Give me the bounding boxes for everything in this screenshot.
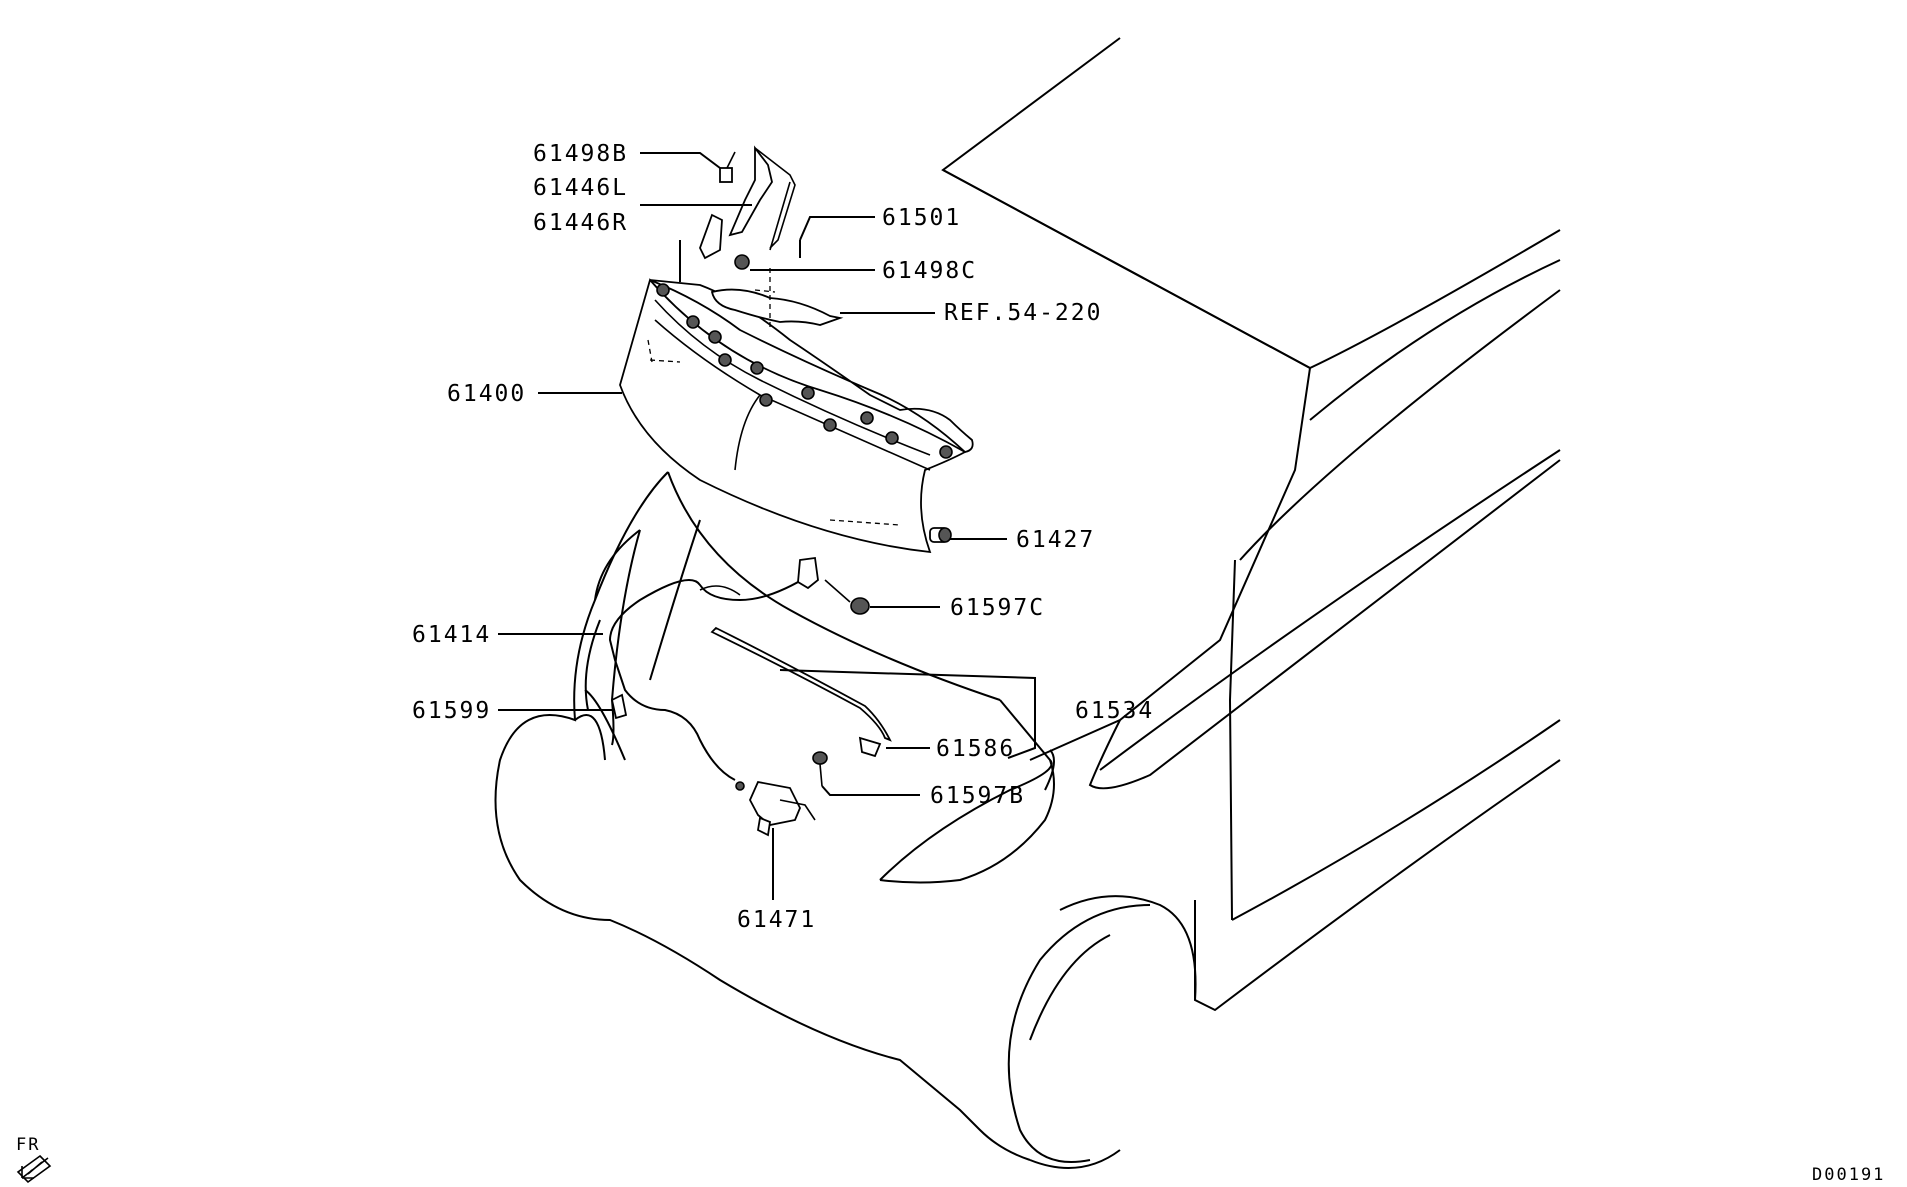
hood-bumper-61427 <box>929 527 952 543</box>
weatherstrip-61534 <box>710 626 892 742</box>
label-61599: 61599 <box>412 698 491 724</box>
label-61597B: 61597B <box>930 783 1025 809</box>
label-61400: 61400 <box>447 381 526 407</box>
leader-lines <box>498 152 1036 900</box>
label-61498B: 61498B <box>533 141 628 167</box>
fr-arrow-icon <box>21 1157 49 1179</box>
diagram-code: D00191 <box>1812 1165 1885 1185</box>
label-61498C: 61498C <box>882 258 977 284</box>
part-labels: 61498B 61446L 61446R 61501 61498C REF.54… <box>412 141 1154 933</box>
hood-lock-61471 <box>735 780 816 837</box>
label-61597C: 61597C <box>950 595 1045 621</box>
label-61427: 61427 <box>1016 527 1095 553</box>
label-61534: 61534 <box>1075 698 1154 724</box>
front-direction-marker: FR <box>16 1135 52 1184</box>
label-61471: 61471 <box>737 907 816 933</box>
label-61446R: 61446R <box>533 210 628 236</box>
fr-label: FR <box>16 1135 40 1155</box>
bolt-61597B <box>812 751 828 787</box>
label-61414: 61414 <box>412 622 491 648</box>
clip-61586 <box>858 736 882 758</box>
hood-panel <box>619 278 974 554</box>
label-ref-54-220: REF.54-220 <box>944 300 1102 326</box>
hood-release-cable <box>608 556 819 781</box>
vehicle-body-outline <box>494 37 1561 1169</box>
bolt-61597C <box>824 579 870 615</box>
label-61586: 61586 <box>936 736 1015 762</box>
hood-hinge-assembly <box>699 145 844 330</box>
label-61446L: 61446L <box>533 175 628 201</box>
label-61501: 61501 <box>882 205 961 231</box>
